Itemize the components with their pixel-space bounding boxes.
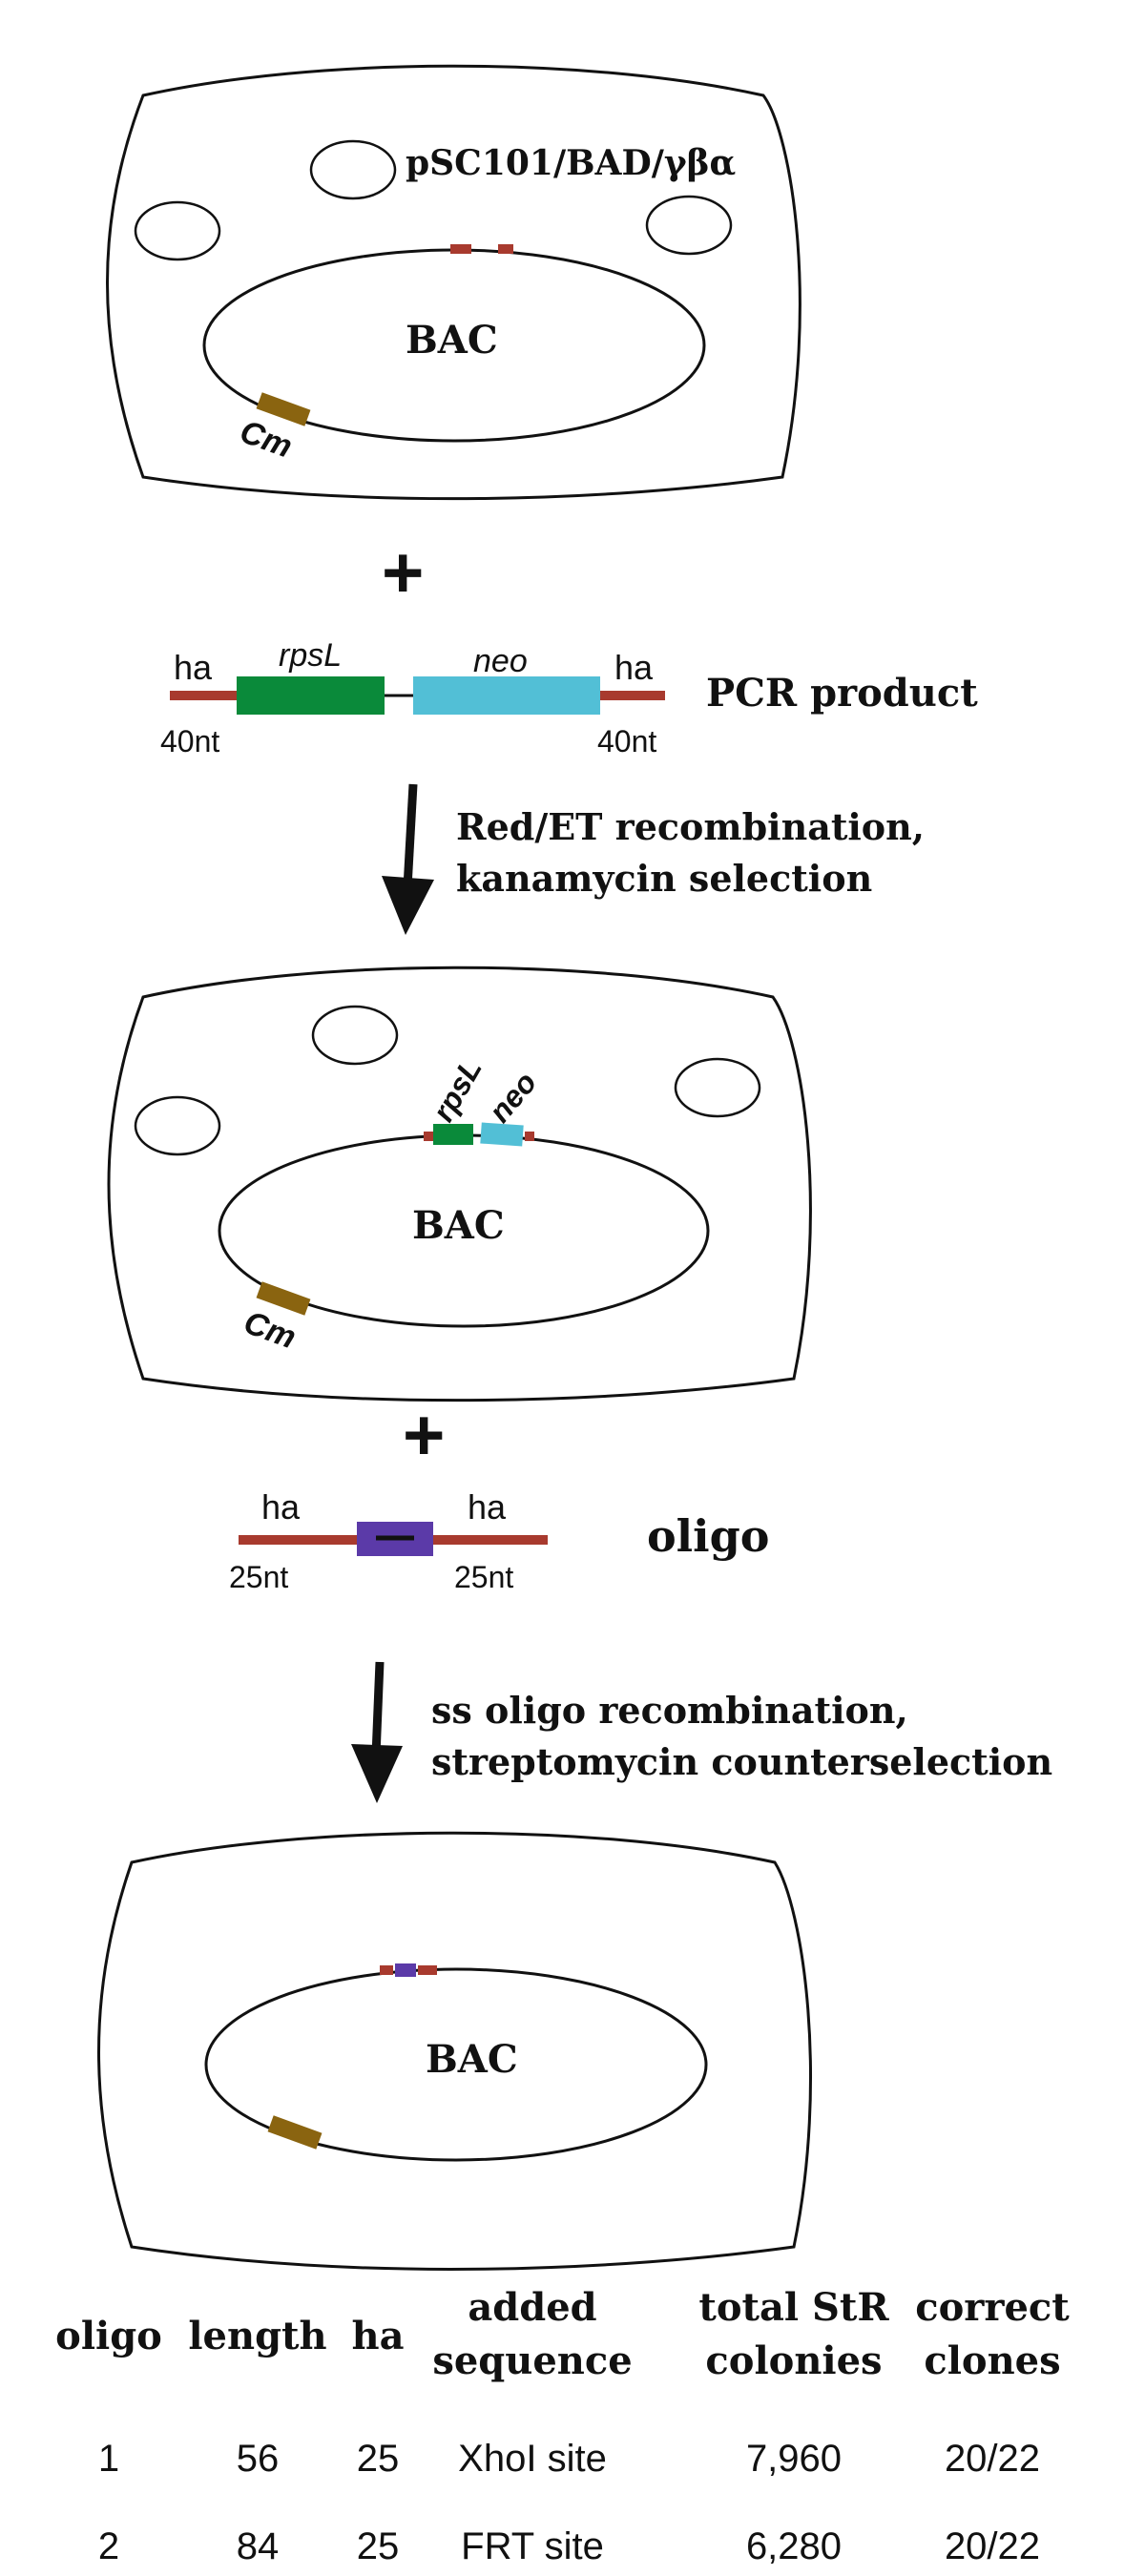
bac-label: BAC [412,1203,505,1248]
table-cell: 25 [357,2438,400,2480]
length-right-label: 25nt [454,1560,513,1594]
panel-2-cell: rpsL neo BAC Cm [107,966,812,1402]
step-arrow [351,1661,403,1803]
cm-marker [256,392,311,426]
neo-cassette [413,676,600,715]
target-site-marker [380,1965,393,1975]
rpsl-insert-label: rpsL [426,1052,489,1127]
plus-sign: + [382,532,424,613]
oligo-insert [395,1963,416,1977]
cm-label: Cm [239,1304,301,1356]
target-site-marker [525,1132,534,1141]
step2-line1: ss oligo recombination, [431,1689,908,1732]
small-plasmid-circle [311,1005,399,1066]
ha-right-label: ha [468,1487,507,1527]
homology-arm-right [433,1535,548,1545]
bac-circle [204,1967,708,2162]
bac-label: BAC [426,2037,518,2082]
table-header-cell: clones [924,2338,1060,2383]
table-cell: 7,960 [746,2438,842,2480]
rpsl-label: rpsL [279,637,342,674]
small-plasmid-circle [134,1095,221,1156]
panel-1-cell: pSC101/BAD/γβα BAC Cm [106,64,802,501]
table-header-cell: length [188,2314,326,2358]
table-cell: XhoI site [458,2438,607,2480]
step1-line1: Red/ET recombination, [456,805,925,848]
rpsl-cassette [237,676,385,715]
table-cell: FRT site [461,2525,604,2567]
homology-arm-right [600,691,665,700]
ha-right-label: ha [614,648,654,687]
cm-marker [267,2115,323,2150]
table-header-cell: ha [352,2314,405,2358]
cell-outline [107,966,812,1402]
table-cell: 20/22 [945,2438,1040,2480]
table-header-cell: colonies [705,2338,882,2383]
small-plasmid-circle [645,195,733,256]
neo-label: neo [473,643,528,679]
plus-sign: + [403,1395,445,1476]
table-header-cell: sequence [432,2338,632,2383]
step-arrow [382,783,434,935]
rpsl-insert [433,1124,473,1145]
target-site-marker [498,244,513,254]
neo-insert [480,1122,524,1147]
oligo: ha ha 25nt 25nt oligo [229,1487,769,1594]
length-right-label: 40nt [597,724,656,758]
oligo-label: oligo [647,1510,769,1562]
target-site-marker [450,244,471,254]
plasmid-label: pSC101/BAD/γβα [406,143,736,183]
table-cell: 56 [237,2438,280,2480]
table-header-cell: total StR [698,2285,889,2330]
ha-left-label: ha [261,1487,301,1527]
table-cell: 25 [357,2525,400,2567]
homology-arm-left [239,1535,357,1545]
step1-line2: kanamycin selection [456,857,872,900]
table-cell: 84 [237,2525,280,2567]
ha-left-label: ha [174,648,213,687]
table-header-cell: added [468,2285,596,2330]
table-cell: 2 [98,2525,119,2567]
table-header-cell: correct [915,2285,1070,2330]
target-site-marker [418,1965,437,1975]
small-plasmid-circle [134,200,221,261]
target-site-marker [424,1132,433,1141]
cell-outline [97,1831,812,2271]
cell-outline [106,64,802,501]
small-plasmid-circle [309,139,397,200]
cm-label: Cm [236,413,297,465]
neo-insert-label: neo [482,1065,543,1129]
pcr-product: ha rpsL neo ha 40nt 40nt PCR product [160,637,978,758]
results-table: oligo length ha added sequence total StR colon… [55,2285,1070,2567]
small-plasmid-circle [674,1057,761,1118]
table-header-cell: oligo [55,2314,162,2358]
length-left-label: 25nt [229,1560,288,1594]
panel-3-cell: BAC [97,1831,812,2271]
table-cell: 1 [98,2438,119,2480]
step2-line2: streptomycin counterselection [431,1740,1052,1783]
table-cell: 6,280 [746,2525,842,2567]
bac-label: BAC [406,318,498,363]
homology-arm-left [170,691,237,700]
pcr-product-label: PCR product [706,671,978,716]
table-cell: 20/22 [945,2525,1040,2567]
cm-marker [256,1281,311,1316]
length-left-label: 40nt [160,724,219,758]
